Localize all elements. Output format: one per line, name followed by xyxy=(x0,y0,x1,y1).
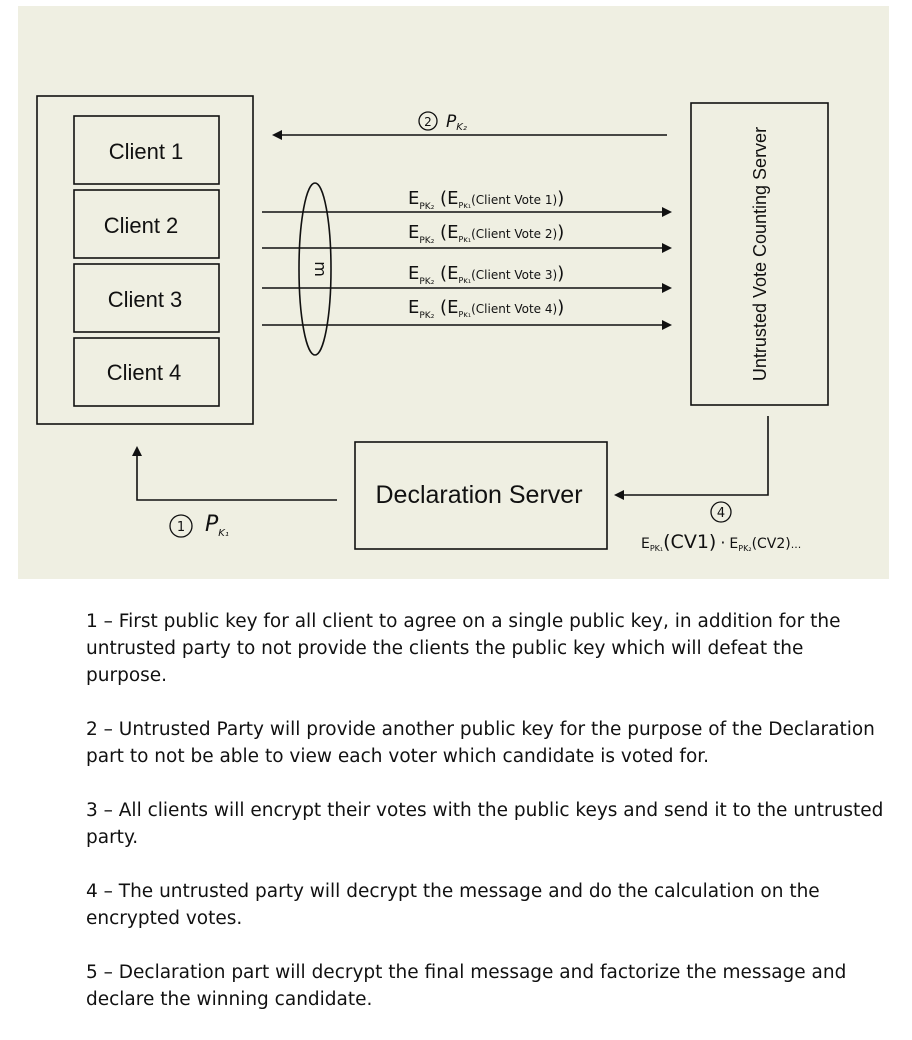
note-3: 3 – All clients will encrypt their votes… xyxy=(86,800,884,848)
step-2-marker: 2 xyxy=(418,111,438,131)
note-5: 5 – Declaration part will decrypt the fi… xyxy=(86,962,847,1010)
encrypted-vote-1-label: EPK₂ (EPĸ₁(Client Vote 1)) xyxy=(408,188,564,212)
note-2: 2 – Untrusted Party will provide another… xyxy=(86,719,875,767)
voting-protocol-diagram: Client 1 Client 2 Client 3 Client 4 Untr… xyxy=(18,6,889,579)
svg-text:2: 2 xyxy=(424,115,432,129)
client-2-box: Client 2 xyxy=(73,189,220,259)
pk1-label: PK₁ xyxy=(205,512,229,539)
untrusted-server-box xyxy=(690,102,829,406)
client-3-box: Client 3 xyxy=(73,263,220,333)
mixnet-ellipse xyxy=(298,182,332,356)
result-arrow xyxy=(614,416,769,500)
declaration-server-box xyxy=(354,441,608,550)
explanation-notes: 1 – First public key for all client to a… xyxy=(86,608,886,1040)
svg-text:1: 1 xyxy=(177,520,185,535)
client-group-box xyxy=(36,95,254,425)
pk2-label: PK₂ xyxy=(446,112,467,133)
client-2-label: Client 2 xyxy=(104,213,179,238)
note-4: 4 – The untrusted party will decrypt the… xyxy=(86,881,820,929)
pk1-arrow xyxy=(132,446,337,501)
step-1-marker: 1 xyxy=(169,514,193,538)
untrusted-server-label: Untrusted Vote Counting Server xyxy=(750,127,770,381)
note-1: 1 – First public key for all client to a… xyxy=(86,611,841,686)
mixnet-label: m xyxy=(311,261,330,277)
diagram-background xyxy=(18,6,889,579)
encrypted-vote-4-label: EPK₂ (EPĸ₁(Client Vote 4)) xyxy=(408,297,564,321)
step-4-marker: 4 xyxy=(710,501,732,523)
encrypted-vote-3-label: EPK₂ (EPĸ₁(Client Vote 3)) xyxy=(408,263,564,287)
client-1-box: Client 1 xyxy=(73,115,220,185)
svg-text:4: 4 xyxy=(717,506,725,521)
client-1-label: Client 1 xyxy=(109,139,184,164)
declaration-server-label: Declaration Server xyxy=(375,481,582,509)
encrypted-vote-2-label: EPK₂ (EPĸ₁(Client Vote 2)) xyxy=(408,222,564,246)
result-formula: EPK₁(CV1)·EPK₂(CV2)... xyxy=(641,531,801,553)
client-4-box: Client 4 xyxy=(73,337,220,407)
client-3-label: Client 3 xyxy=(108,287,183,312)
client-4-label: Client 4 xyxy=(107,360,182,385)
